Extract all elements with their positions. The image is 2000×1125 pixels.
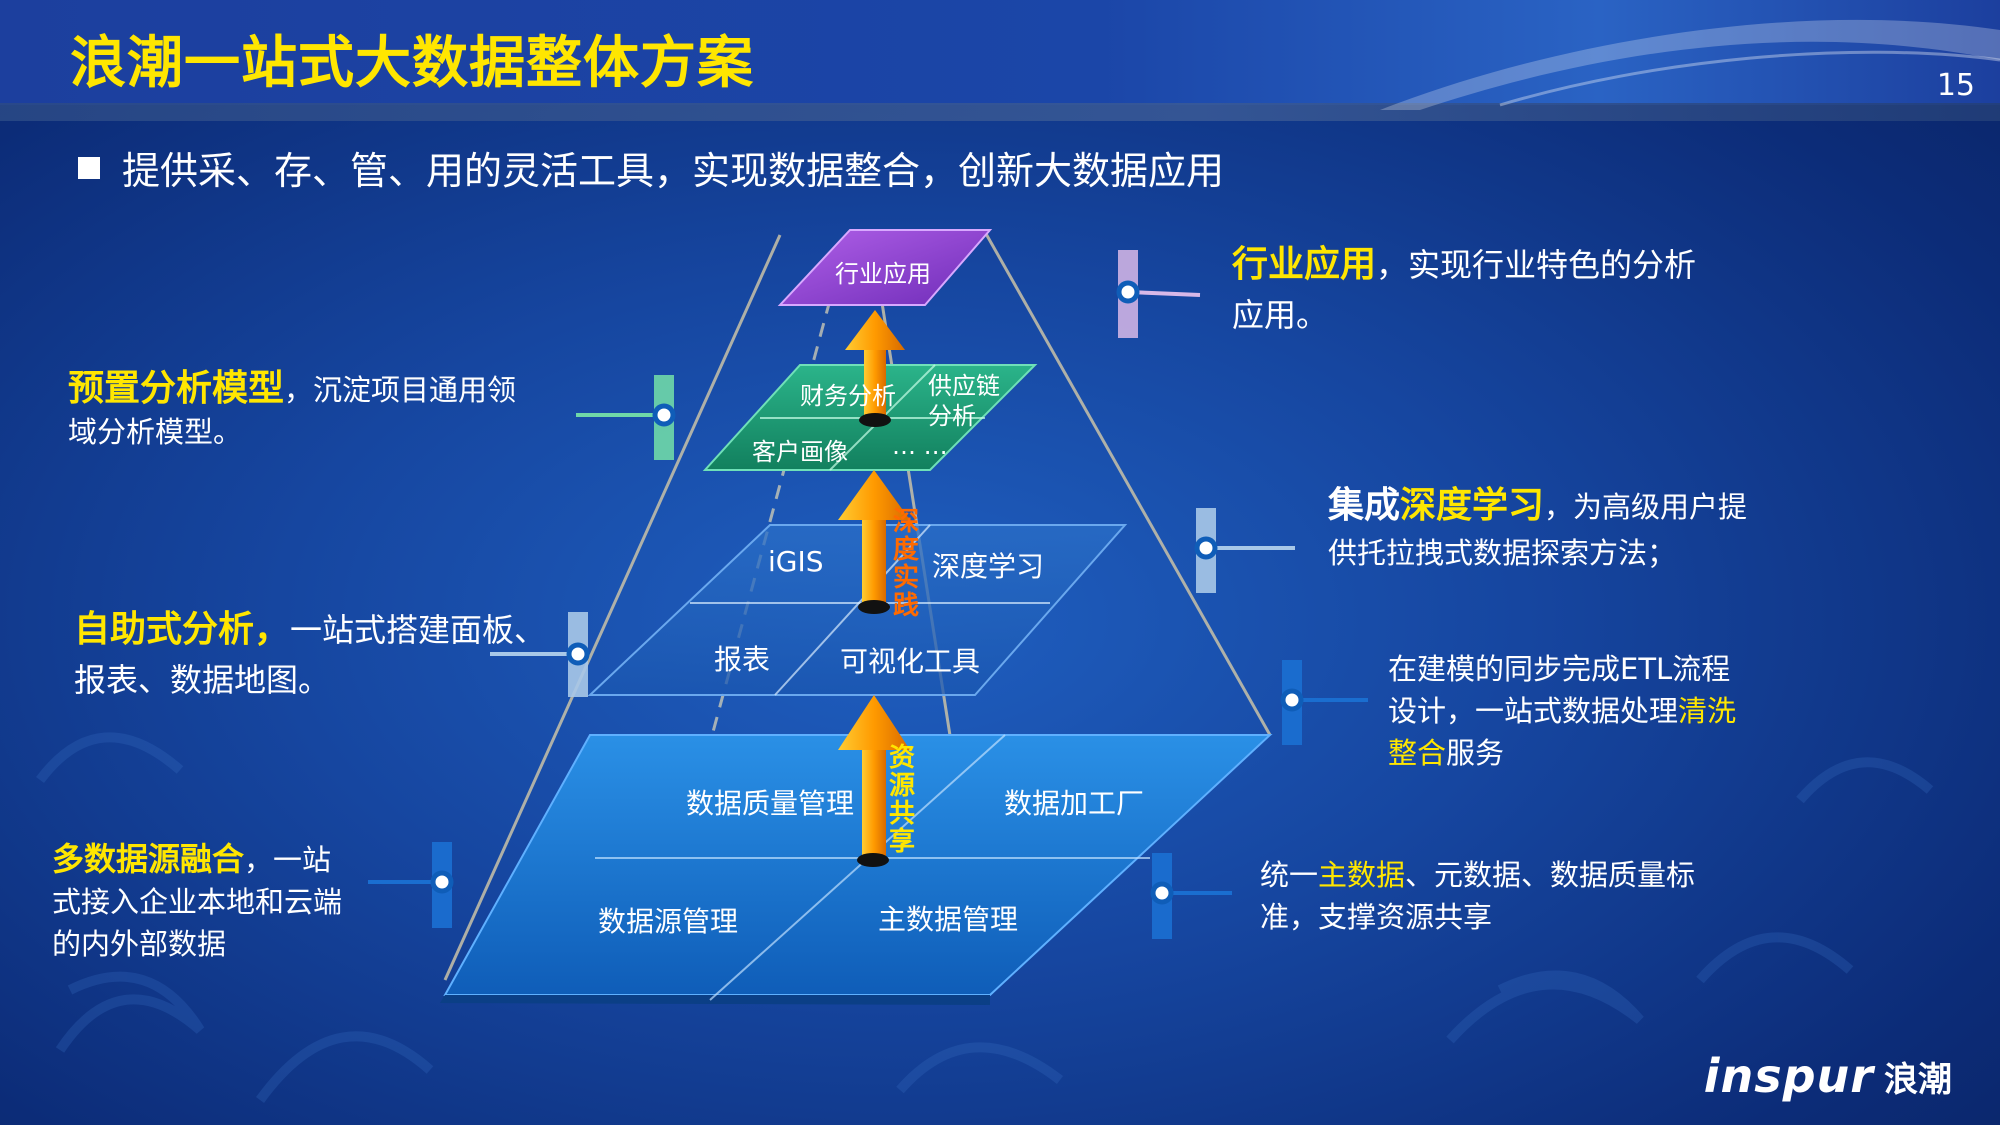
right-deep-learning-text: 集成深度学习，为高级用户提 供托拉拽式数据探索方法； — [1328, 485, 1748, 570]
right-master-data-text: 统一主数据、元数据、数据质量标 准，支撑资源共享 — [1260, 858, 1696, 934]
label-customer-portrait: 客户画像 — [752, 438, 848, 466]
bullet-square — [78, 156, 100, 179]
right-industry-text: 行业应用，实现行业特色的分析 应用。 — [1232, 244, 1697, 334]
label-ellipsis: … … — [892, 432, 948, 460]
bullet-text: 提供采、存、管、用的灵活工具，实现数据整合，创新大数据应用 — [122, 149, 1225, 193]
left-self-service-text: 自助式分析，一站式搭建面板、 报表、数据地图。 — [74, 609, 547, 699]
label-supply-chain-1: 供应链 — [928, 372, 1000, 400]
label-supply-chain-2: 分析 — [928, 402, 976, 430]
right-etl-text: 在建模的同步完成ETL流程 设计，一站式数据处理清洗 整合服务 — [1388, 652, 1737, 770]
label-resource-share: 资源共享 — [888, 743, 915, 857]
label-deep-learning: 深度学习 — [932, 550, 1045, 583]
inspur-logo: inspur 浪潮 — [1703, 1049, 1952, 1103]
label-report: 报表 — [714, 643, 771, 676]
header-bar — [0, 0, 2000, 105]
label-igis: iGIS — [768, 545, 824, 578]
header-band — [0, 103, 2000, 121]
label-master-data: 主数据管理 — [878, 903, 1019, 936]
label-data-quality: 数据质量管理 — [686, 787, 855, 820]
label-finance: 财务分析 — [800, 382, 896, 410]
bullet-line: 提供采、存、管、用的灵活工具，实现数据整合，创新大数据应用 — [78, 140, 1224, 195]
left-multi-source-text: 多数据源融合，一站 式接入企业本地和云端 的内外部数据 — [52, 840, 343, 961]
top-layer — [777, 229, 993, 306]
page-title: 浪潮一站式大数据整体方案 — [70, 31, 754, 96]
label-visual-tool: 可视化工具 — [840, 645, 981, 678]
label-data-factory: 数据加工厂 — [1004, 787, 1145, 820]
label-industry-app: 行业应用 — [835, 260, 931, 288]
analysis-layer — [587, 524, 1128, 696]
label-deep-practice: 深度实践 — [892, 507, 919, 621]
header-swoosh — [1380, 19, 2000, 110]
page-number: 15 — [1936, 68, 1975, 103]
connector-markers — [368, 250, 1368, 939]
arrow-1 — [845, 310, 905, 427]
base-layer — [443, 734, 1273, 996]
arrow-3 — [838, 695, 910, 867]
left-model-text: 预置分析模型，沉淀项目通用领 域分析模型。 — [68, 368, 517, 449]
arrow-2 — [838, 470, 910, 614]
label-data-source: 数据源管理 — [598, 905, 739, 938]
